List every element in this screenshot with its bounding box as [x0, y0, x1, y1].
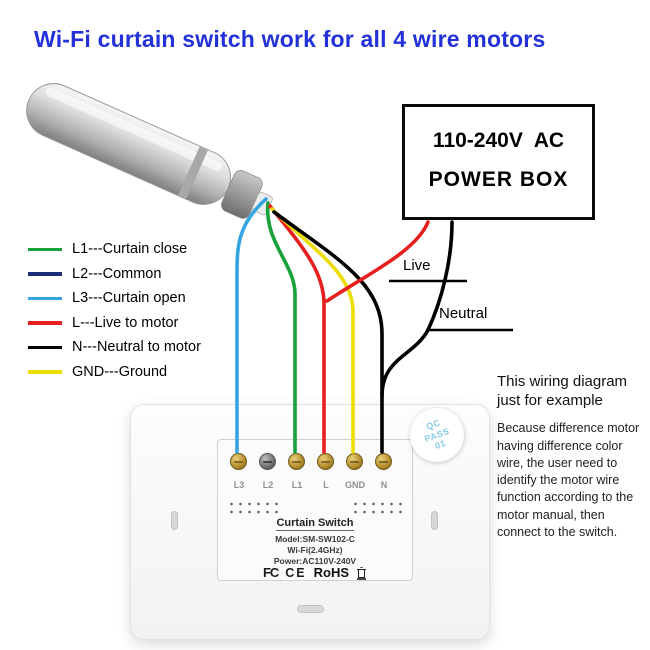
- motor-connector: [252, 191, 273, 216]
- terminal-label-gnd: GND: [345, 480, 365, 490]
- switch-wifi: Wi-Fi(2.4GHz): [287, 545, 343, 555]
- terminal-module: L3 L2 L1 L GND N Curtain Switch Model:SM…: [217, 439, 413, 581]
- wire-legend: L1---Curtain close L2---Common L3---Curt…: [28, 237, 201, 384]
- legend-item-neutral: N---Neutral to motor: [28, 335, 201, 360]
- wire-color-swatch-green: [28, 247, 62, 251]
- terminal-label-l1: L1: [291, 480, 303, 490]
- terminal-label-n: N: [380, 480, 388, 490]
- wire-color-swatch-lightblue: [28, 296, 62, 300]
- terminal-label-l: L: [323, 480, 329, 490]
- terminal-screw-l: [317, 453, 334, 470]
- switch-model: Model:SM-SW102-C: [275, 534, 355, 544]
- legend-item-live: L---Live to motor: [28, 311, 201, 336]
- legend-label: GND---Ground: [72, 363, 168, 380]
- page-title: Wi-Fi curtain switch work for all 4 wire…: [34, 26, 546, 52]
- legend-item-ground: GND---Ground: [28, 360, 201, 385]
- terminal-screw-gnd: [346, 453, 363, 470]
- live-wire-label: Live: [403, 257, 431, 274]
- pin-dots-right: [351, 500, 405, 515]
- fcc-logo: FC: [262, 565, 279, 580]
- switch-power-rating: Power:AC110V-240V: [273, 556, 357, 566]
- legend-label: L---Live to motor: [72, 314, 179, 331]
- terminal-screw-l1: [288, 453, 305, 470]
- weee-bin-icon: [357, 566, 367, 580]
- terminal-screw-l2: [259, 453, 276, 470]
- wire-color-swatch-red: [28, 321, 62, 325]
- legend-label: L3---Curtain open: [72, 290, 186, 307]
- rohs-logo: RoHS: [313, 565, 350, 580]
- wire-color-swatch-yellow: [28, 370, 62, 374]
- terminal-screw-l3: [230, 453, 247, 470]
- wire-color-swatch-black: [28, 345, 62, 349]
- power-box: 110-240V AC POWER BOX: [402, 104, 595, 220]
- switch-name-text: Curtain Switch: [276, 517, 354, 531]
- mount-slot-right: [431, 511, 438, 530]
- ce-logo: CE: [285, 565, 307, 580]
- motor-tube: [26, 83, 232, 205]
- legend-label: L2---Common: [72, 265, 162, 282]
- neutral-wire-label: Neutral: [439, 305, 488, 322]
- note-heading: This wiring diagram just for example: [497, 373, 628, 410]
- terminal-label-l2: L2: [262, 480, 274, 490]
- switch-name: Curtain Switch: [218, 517, 412, 531]
- mount-slot-bottom: [297, 605, 324, 613]
- power-box-label: POWER BOX: [428, 168, 569, 191]
- pin-dots-left: [227, 500, 281, 515]
- terminal-screw-n: [375, 453, 392, 470]
- power-box-voltage: 110-240V AC: [432, 129, 565, 152]
- legend-label: N---Neutral to motor: [72, 339, 201, 356]
- legend-item-l3: L3---Curtain open: [28, 286, 201, 311]
- note-body: Because difference motor having differen…: [497, 421, 640, 539]
- certification-logos: FC CE RoHS: [218, 565, 412, 580]
- legend-label: L1---Curtain close: [72, 241, 188, 258]
- mount-slot-left: [171, 511, 178, 530]
- qc-badge-line3: 01: [433, 437, 448, 452]
- motor-highlight: [45, 87, 223, 172]
- legend-item-l2: L2---Common: [28, 262, 201, 287]
- motor-ring: [178, 146, 208, 199]
- curtain-motor: [26, 83, 273, 219]
- example-note: This wiring diagram just for example Bec…: [497, 372, 648, 541]
- legend-item-l1: L1---Curtain close: [28, 237, 201, 262]
- wire-color-swatch-darkblue: [28, 272, 62, 276]
- terminal-label-l3: L3: [233, 480, 245, 490]
- motor-head: [221, 170, 263, 219]
